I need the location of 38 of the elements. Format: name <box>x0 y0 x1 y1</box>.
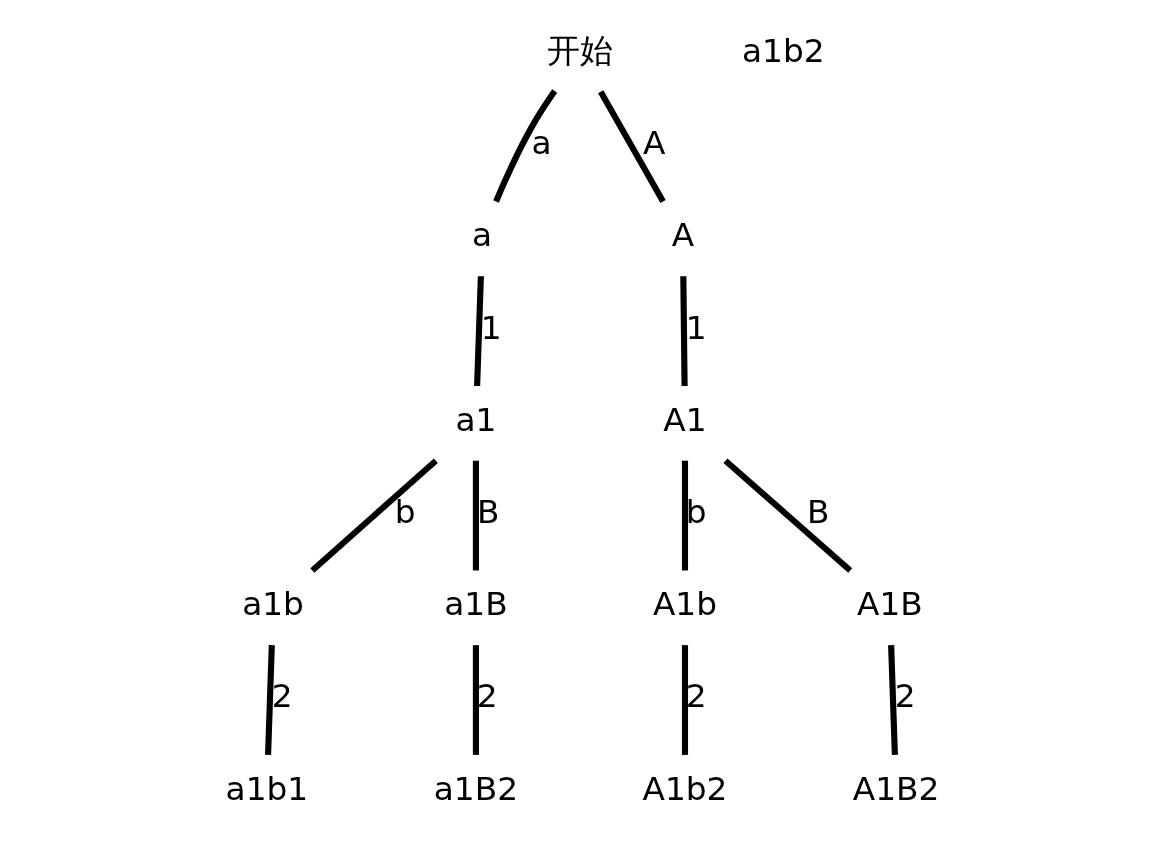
connector <box>492 88 557 203</box>
connector <box>597 89 666 203</box>
connector <box>679 275 688 386</box>
connector <box>472 644 479 755</box>
node-text: a <box>471 215 492 254</box>
connector <box>473 275 484 386</box>
connector <box>264 644 275 755</box>
edge-label: A <box>642 123 665 162</box>
connector <box>681 460 688 570</box>
node-text: A1B <box>856 584 923 623</box>
edge-label: b <box>685 492 707 531</box>
node-text: a1b1 <box>225 769 308 808</box>
node-text: a1 <box>454 400 496 439</box>
edge-label: 1 <box>480 308 502 347</box>
connector <box>309 457 438 573</box>
edge-label: 1 <box>685 308 707 347</box>
node-text: a1B2 <box>433 769 518 808</box>
edge-label: a <box>530 123 552 162</box>
edge-label: 2 <box>476 676 498 715</box>
node-text: A <box>671 215 694 254</box>
connector <box>681 644 688 755</box>
connector <box>887 644 898 755</box>
edge-label: B <box>476 492 499 531</box>
connector <box>472 460 479 570</box>
node-text: a1b <box>241 584 304 623</box>
label: a1b2 <box>741 31 825 70</box>
edge-label: 2 <box>271 676 293 715</box>
node-text: A1b <box>652 584 717 623</box>
node-text: A1B2 <box>852 769 939 808</box>
edge-label: B <box>806 492 829 531</box>
edge-label: b <box>394 492 416 531</box>
node-text: A1 <box>662 400 707 439</box>
node-text: A1b2 <box>642 769 727 808</box>
node-text: 开始 <box>546 31 613 70</box>
node-text: a1B <box>443 584 508 623</box>
edge-label: 2 <box>894 676 916 715</box>
connector <box>722 457 852 573</box>
edge-label: 2 <box>685 676 707 715</box>
